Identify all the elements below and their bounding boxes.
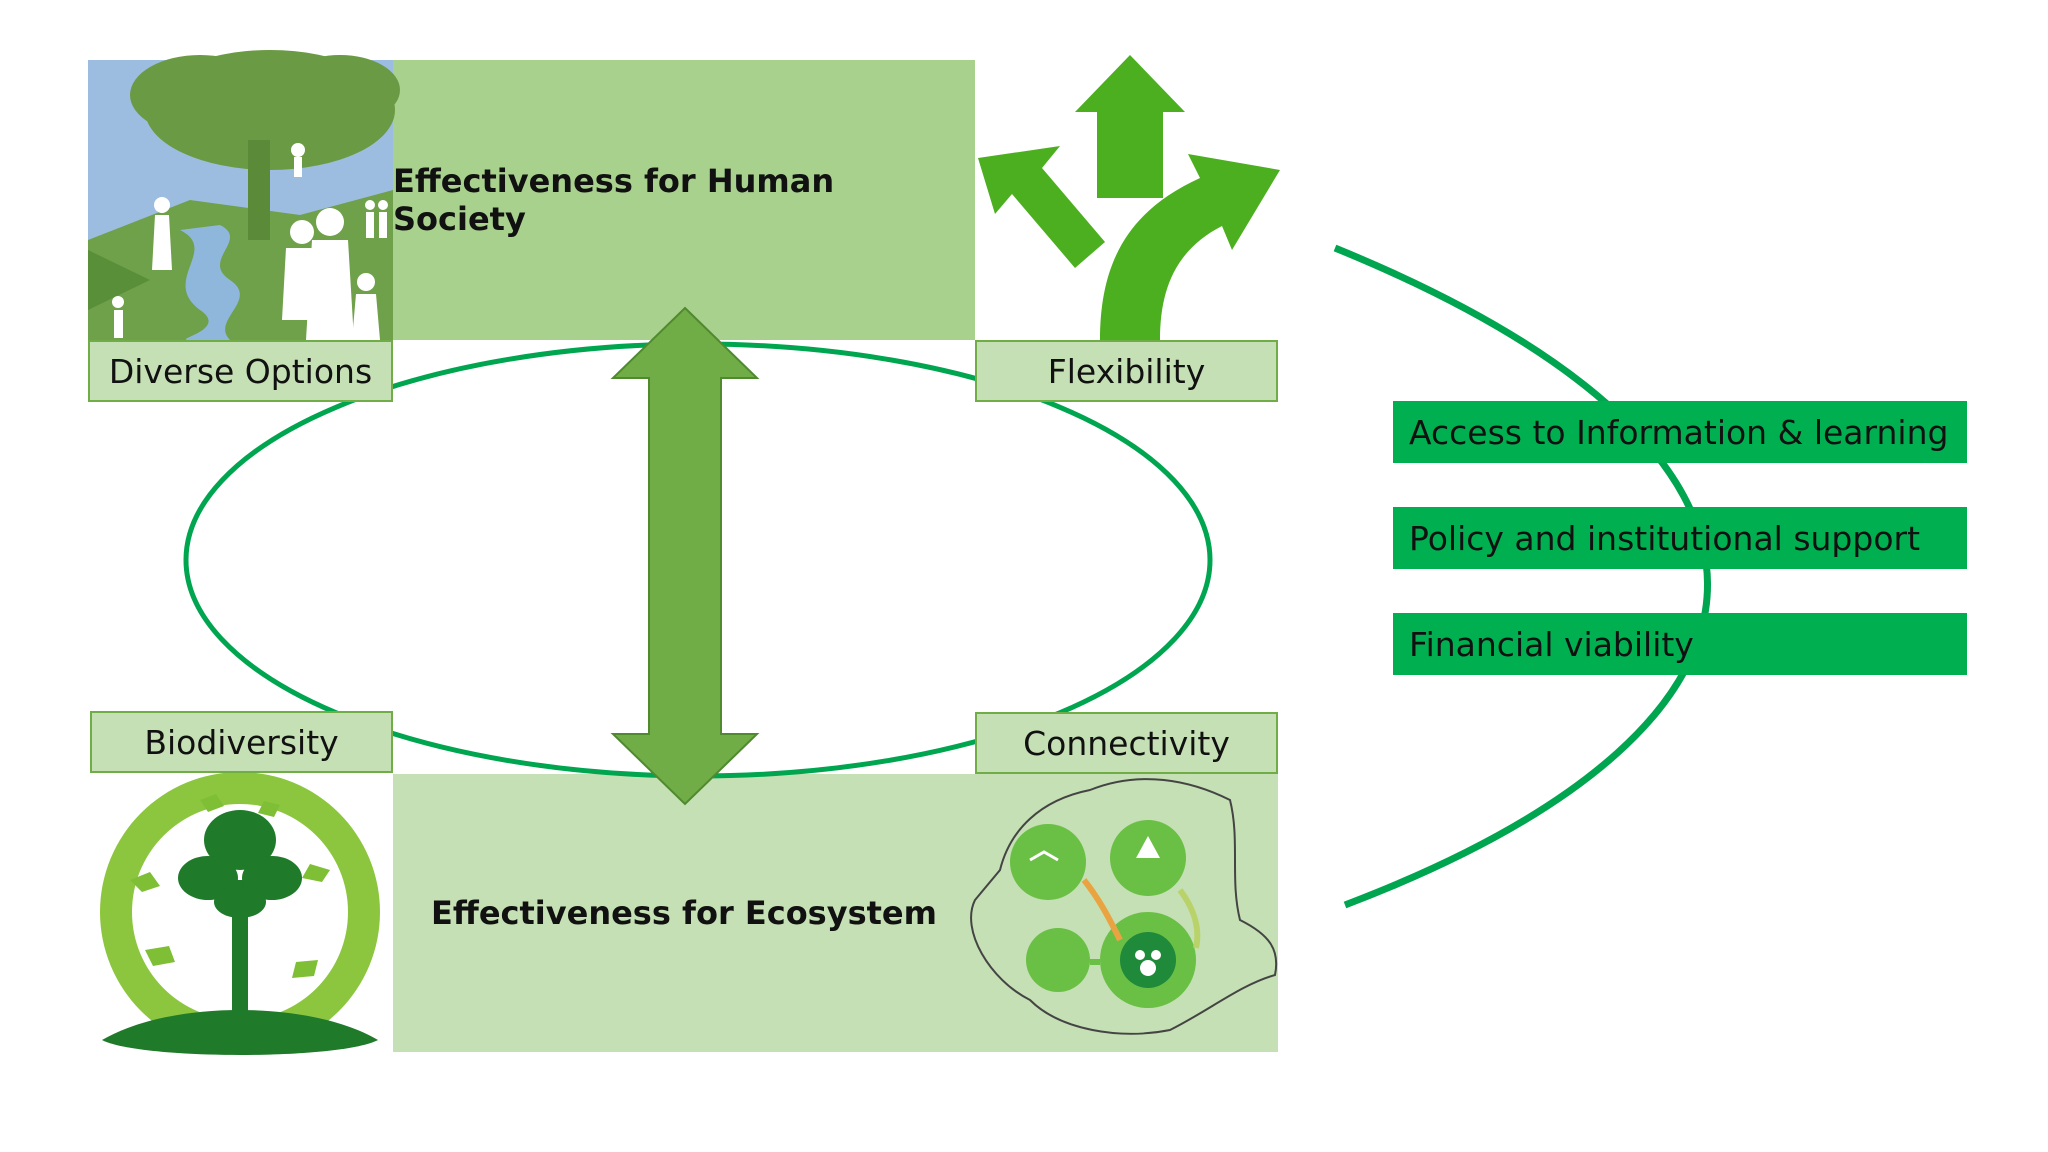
biodiversity-tree-circle-icon [100, 772, 380, 1055]
flexibility-label: Flexibility [975, 340, 1278, 402]
factor-access-information: Access to Information & learning [1393, 401, 1967, 463]
double-headed-arrow-icon [610, 306, 760, 806]
support-curve [1333, 244, 1711, 909]
branching-arrows-icon [978, 55, 1280, 340]
ecosystem-box [393, 774, 1278, 1052]
connectivity-label: Connectivity [975, 712, 1278, 774]
ecosystem-title: Effectiveness for Ecosystem [431, 894, 937, 932]
human-society-box [393, 60, 975, 340]
diverse-options-label: Diverse Options [88, 340, 393, 402]
biodiversity-label: Biodiversity [90, 711, 393, 773]
factor-policy-support: Policy and institutional support [1393, 507, 1967, 569]
human-society-title: Effectiveness for Human Society [393, 162, 835, 238]
family-landscape-icon [88, 50, 400, 340]
factor-financial-viability: Financial viability [1393, 613, 1967, 675]
connectivity-map-icon [970, 778, 1278, 1035]
